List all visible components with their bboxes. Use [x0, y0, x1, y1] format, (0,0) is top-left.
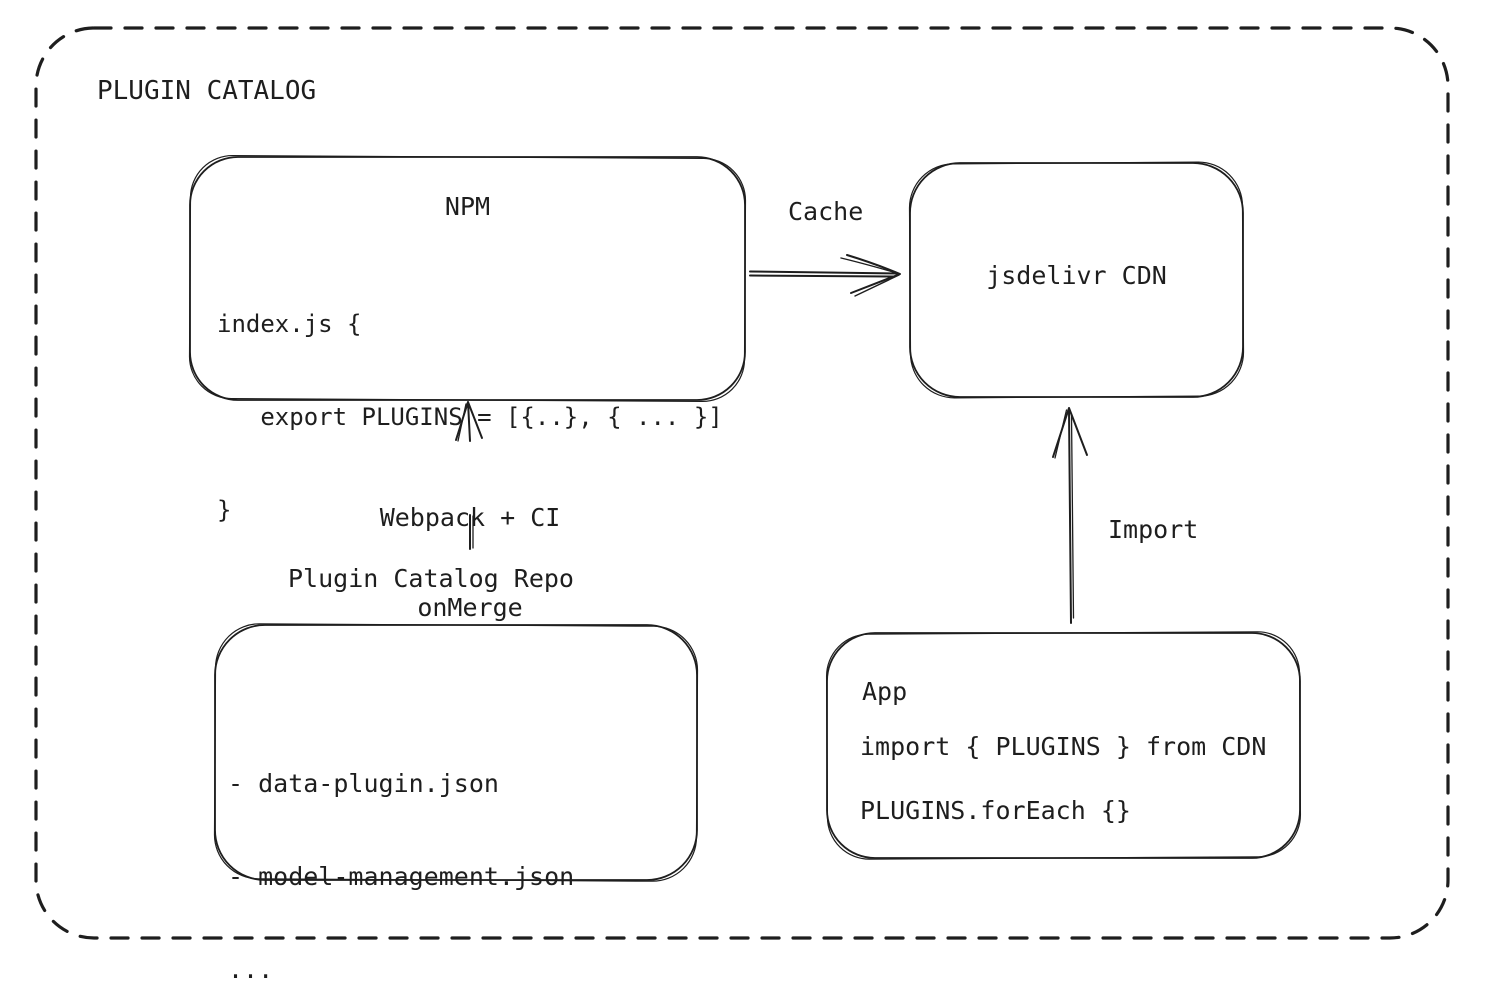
repo-file-item: ...	[228, 955, 274, 984]
import-arrow	[1052, 407, 1088, 624]
repo-file-list: - data-plugin.json - model-management.js…	[228, 706, 574, 1002]
repo-box	[213, 623, 699, 882]
repo-box-title: Plugin Catalog Repo	[288, 564, 574, 593]
npm-box	[188, 154, 747, 403]
app-box	[825, 631, 1302, 860]
npm-code-line: export PLUGINS = [{..}, { ... }]	[217, 403, 723, 431]
npm-box-title: NPM	[444, 192, 491, 221]
import-arrow-label: Import	[1108, 515, 1199, 544]
frame-title: PLUGIN CATALOG	[97, 76, 317, 106]
npm-code-block: index.js { export PLUGINS = [{..}, { ...…	[217, 247, 723, 588]
npm-code-line: index.js {	[217, 310, 362, 338]
app-box-title: App	[862, 677, 908, 706]
cache-arrow-label: Cache	[788, 197, 864, 226]
npm-code-line: }	[217, 496, 232, 524]
app-code-line: import { PLUGINS } from CDN	[860, 732, 1267, 761]
cache-arrow	[749, 254, 901, 297]
frame-border	[34, 26, 1450, 940]
app-code-line: PLUGINS.forEach {}	[860, 796, 1131, 825]
build-arrow	[455, 401, 483, 550]
cdn-box	[908, 161, 1245, 399]
cdn-box-label: jsdelivr CDN	[986, 261, 1167, 290]
repo-file-item: - data-plugin.json	[228, 769, 499, 798]
build-arrow-label-line: onMerge	[417, 593, 523, 622]
repo-file-item: - model-management.json	[228, 862, 575, 891]
build-arrow-label-line: Webpack + CI	[379, 503, 561, 532]
build-arrow-label: Webpack + CI onMerge	[345, 443, 595, 683]
